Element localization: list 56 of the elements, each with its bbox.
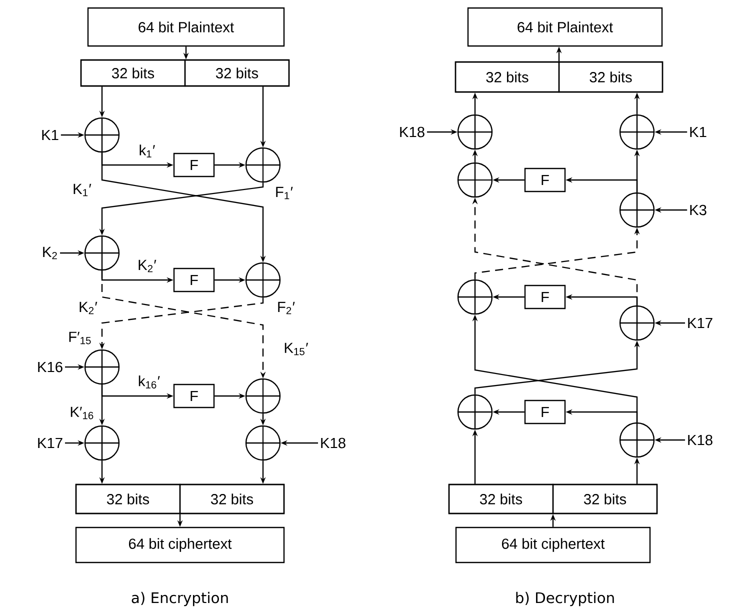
key-label: K17 — [38, 438, 62, 448]
edge-label: k$_{1}$′ — [137, 143, 157, 159]
function-box: F — [524, 284, 566, 310]
signal-label: F′$_{15}$ — [66, 330, 94, 346]
xor-circle — [245, 262, 281, 298]
xor-circle — [457, 394, 493, 430]
half-block-box: 32 bits — [558, 61, 664, 93]
half-block-box: 32 bits — [552, 484, 658, 514]
signal-label: F$_{2}$′ — [276, 300, 296, 316]
block-box: 64 bit Plaintext — [87, 7, 285, 47]
key-label: K18 — [688, 434, 712, 446]
signal-label: K$_{15}$′ — [282, 341, 310, 357]
xor-circle — [84, 349, 120, 385]
edge-label: K$_{2}$′ — [136, 258, 158, 274]
xor-circle — [619, 422, 655, 458]
xor-circle — [457, 114, 493, 150]
block-box: 64 bit ciphertext — [455, 526, 651, 564]
xor-circle — [84, 235, 120, 271]
function-box: F — [524, 400, 566, 424]
key-label: K16 — [38, 362, 62, 372]
key-label: K3 — [690, 204, 706, 216]
key-label: K1 — [42, 130, 58, 140]
caption: a) Encryption — [132, 592, 228, 606]
xor-circle — [245, 378, 281, 414]
half-block-box: 32 bits — [454, 61, 560, 93]
xor-circle — [245, 425, 281, 461]
xor-circle — [84, 425, 120, 461]
signal-label: K$_{1}$′ — [71, 182, 93, 198]
key-label: K18 — [321, 438, 346, 448]
xor-circle — [619, 305, 655, 341]
xor-circle — [457, 279, 493, 315]
function-box: F — [173, 152, 215, 178]
caption: b) Decryption — [516, 592, 614, 606]
half-block-box: 32 bits — [448, 484, 554, 514]
xor-circle — [619, 114, 655, 150]
xor-circle — [619, 192, 655, 228]
signal-label: K$_{2}$′ — [77, 300, 99, 316]
half-block-box: 32 bits — [75, 484, 181, 514]
block-box: 64 bit ciphertext — [75, 526, 285, 564]
key-label: K1 — [690, 126, 706, 138]
edge-label: k$_{16}$′ — [136, 374, 162, 390]
signal-label: K′$_{16}$ — [68, 405, 96, 421]
block-box: 64 bit Plaintext — [467, 7, 663, 47]
half-block-box: 32 bits — [179, 484, 285, 514]
signal-label: F$_{1}$′ — [274, 186, 294, 200]
key-label: K18 — [400, 126, 424, 138]
function-box: F — [173, 384, 215, 408]
half-block-box: 32 bits — [80, 59, 186, 87]
function-box: F — [173, 268, 215, 292]
xor-circle — [457, 162, 493, 198]
xor-circle — [84, 117, 120, 153]
half-block-box: 32 bits — [184, 59, 290, 87]
key-label: K$_{2}$ — [43, 246, 57, 260]
key-label: K17 — [688, 318, 712, 328]
xor-circle — [245, 147, 281, 183]
function-box: F — [524, 168, 566, 192]
